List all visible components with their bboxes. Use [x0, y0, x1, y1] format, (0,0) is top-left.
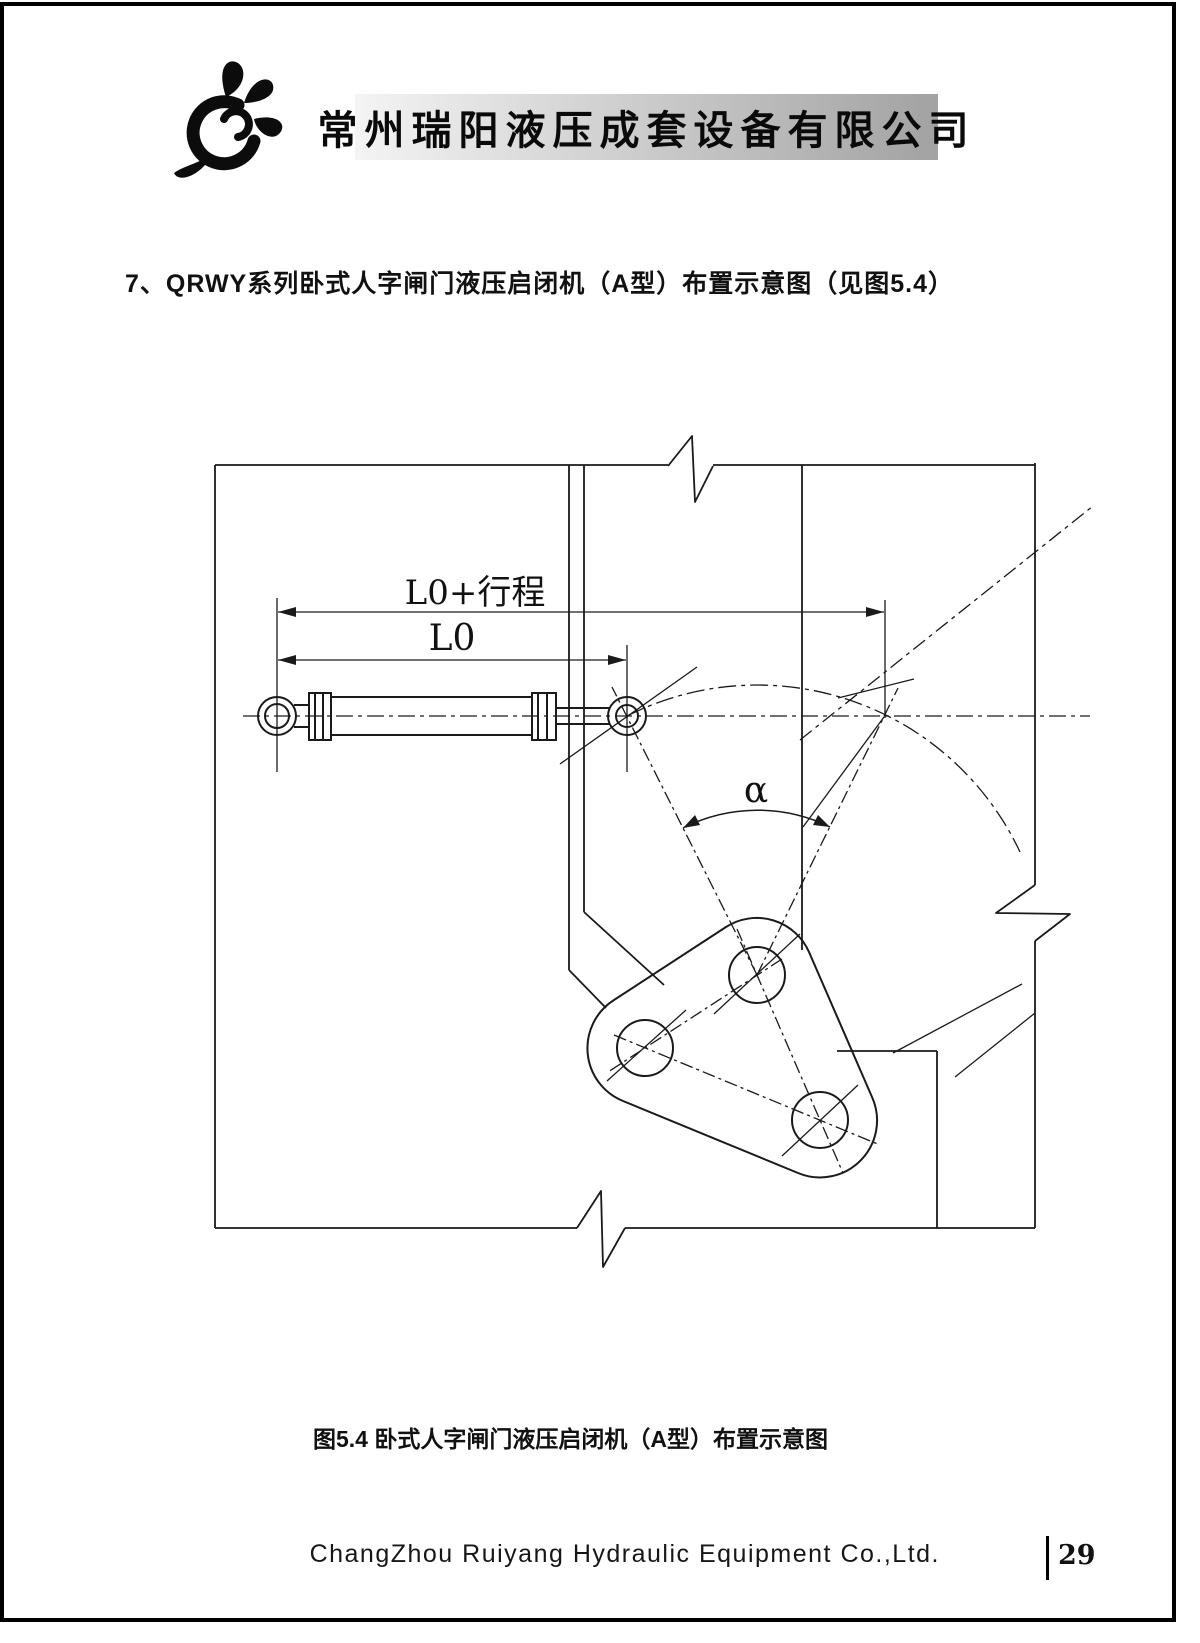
lever-plate-centerlines [606, 928, 881, 1174]
figure-caption: 图5.4 卧式人字闸门液压启闭机（A型）布置示意图 [313, 1426, 828, 1452]
page-border-frame [0, 2, 1176, 1622]
structure-walls [214, 435, 1071, 1268]
footer-company-name: ChangZhou Ruiyang Hydraulic Equipment Co… [309, 1540, 940, 1568]
company-name-cn: 常州瑞阳液压成套设备有限公司 [317, 107, 976, 154]
angle-label: α [744, 770, 768, 811]
company-name-banner: 常州瑞阳液压成套设备有限公司 [318, 94, 969, 160]
closed-position-lines [799, 505, 1094, 1078]
center-lines [243, 598, 1090, 772]
section-heading: 7、QRWY系列卧式人字闸门液压启闭机（A型）布置示意图（见图5.4） [125, 270, 955, 298]
dimension-lines [278, 607, 884, 665]
gate-leaf-open [568, 465, 665, 1009]
dimension-label-l0: L0 [429, 618, 476, 659]
page-footer: ChangZhou Ruiyang Hydraulic Equipment Co… [0, 1530, 1100, 1590]
swirl-leaf-logo-icon [174, 61, 283, 178]
dimension-label-total: L0+行程 [405, 573, 546, 613]
lever-plate [586, 916, 879, 1179]
trajectory-arc [626, 684, 1021, 853]
angle-dimension: α [611, 686, 899, 976]
footer-divider [1046, 1536, 1049, 1580]
page-number: 29 [1058, 1540, 1096, 1571]
